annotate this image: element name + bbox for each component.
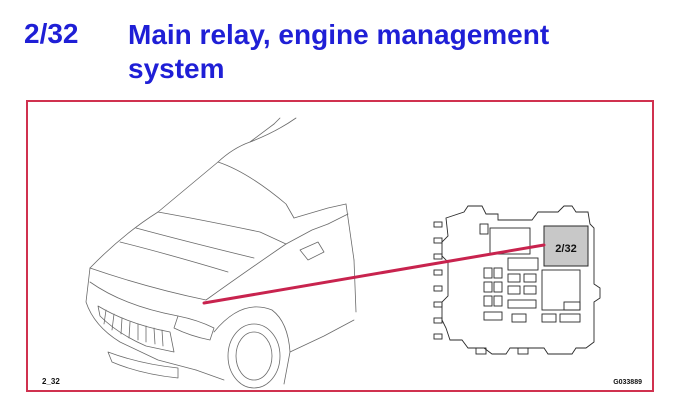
relay-2-32-label: 2/32 xyxy=(555,243,576,255)
section-code: 2/32 xyxy=(24,18,79,49)
leader-line xyxy=(202,243,546,305)
relay-2-32-highlight xyxy=(543,225,589,267)
image-ref: G033889 xyxy=(613,379,642,386)
figure-id: 2_32 xyxy=(42,377,60,386)
car-illustration xyxy=(85,117,357,389)
section-title: Main relay, engine management system xyxy=(128,19,550,84)
diagram-frame: 2/32 2_32 G033889 xyxy=(26,100,654,392)
relay-box-outline xyxy=(433,205,601,355)
diagram-illustration: 2/32 xyxy=(85,117,601,389)
